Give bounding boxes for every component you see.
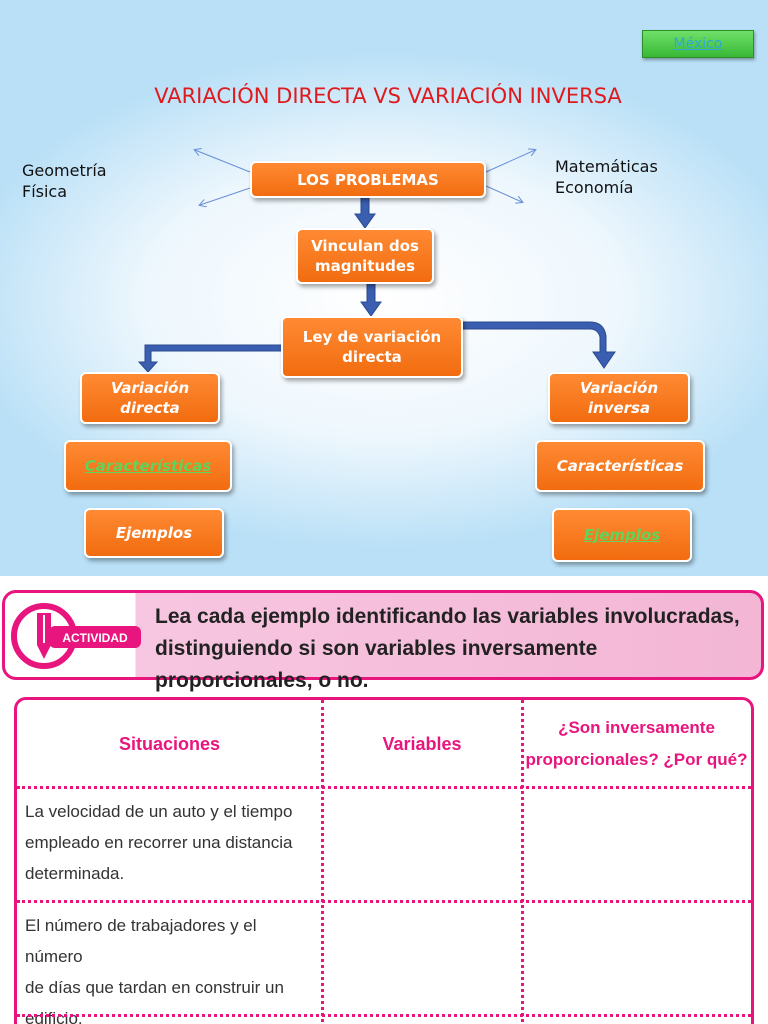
box-caracteristicas-right-label: Características [556,457,684,475]
left-fields-label: Geometría Física [22,160,107,202]
situation-cell: El número de trabajadores y el número de… [17,904,322,1024]
field-geometria: Geometría [22,161,107,180]
thin-arrow-bottom-left [200,187,251,205]
table-divider-vertical [321,700,324,1024]
variables-cell[interactable] [322,790,522,902]
header-proporcionales: ¿Son inversamente proporcionales? ¿Por q… [522,700,751,788]
field-matematicas: Matemáticas [555,157,658,176]
table-divider-vertical [521,700,524,1024]
table-divider-horizontal [17,900,751,903]
answer-cell[interactable] [522,790,751,902]
box-var-directa-line2: directa [120,399,180,417]
box-var-inversa-line2: inversa [587,399,651,417]
box-var-directa-line1: Variación [110,379,190,397]
box-variacion-inversa: Variación inversa [548,372,690,424]
connector-arrows [137,0,616,373]
activity-banner: ACTIVIDAD Lea cada ejemplo identificando… [2,590,764,692]
box-los-problemas: LOS PROBLEMAS [250,161,486,198]
thick-arrow-vinculan-ley [360,283,382,317]
ejemplos-right-link[interactable]: Ejemplos [583,526,661,544]
thin-arrow-top-right [485,150,535,173]
situation-line: de días que tardan en construir un [25,978,284,997]
field-fisica: Física [22,182,68,201]
header-proporcionales-line1: ¿Son inversamente [558,718,715,737]
situation-line: El número de trabajadores y el número [25,916,257,966]
right-fields-label: Matemáticas Economía [555,156,658,198]
box-vinculan-magnitudes: Vinculan dos magnitudes [296,228,434,284]
thin-arrow-top-left [195,150,251,173]
box-los-problemas-label: LOS PROBLEMAS [297,170,439,189]
table-divider-horizontal [17,786,751,789]
concept-map-slide: México VARIACIÓN DIRECTA VS VARIACIÓN IN… [0,0,768,576]
situation-line: La velocidad de un auto y el tiempo [25,802,293,821]
box-ejemplos-right[interactable]: Ejemplos [552,508,692,562]
worksheet-table: Situaciones Variables ¿Son inversamente … [14,697,754,1024]
table-row: La velocidad de un auto y el tiempo empl… [17,790,751,902]
variables-cell[interactable] [322,904,522,1016]
situation-line: determinada. [25,864,125,883]
mexico-link-button[interactable]: México [642,30,754,58]
box-ejemplos-left: Ejemplos [84,508,224,558]
situation-line: empleado en recorrer una distancia [25,833,293,852]
table-divider-horizontal [17,1014,751,1017]
answer-cell[interactable] [522,904,751,1016]
box-vinculan-line1: Vinculan dos [311,237,419,255]
activity-instruction: Lea cada ejemplo identificando las varia… [155,601,755,697]
box-ley-line1: Ley de variación [302,328,442,346]
activity-instruction-line2: distinguiendo si son variables inversame… [155,637,598,692]
activity-badge-bar [49,626,141,648]
box-vinculan-line2: magnitudes [315,257,415,275]
thin-arrow-bottom-right [485,185,522,202]
thick-arrow-ley-inversa [461,321,616,369]
header-situaciones: Situaciones [118,733,221,754]
activity-badge: ACTIVIDAD [11,603,141,669]
box-var-inversa-line1: Variación [579,379,659,397]
header-proporcionales-line2: proporcionales? ¿Por qué? [525,750,748,769]
pencil-icon [37,613,51,659]
situation-cell: La velocidad de un auto y el tiempo empl… [17,790,322,902]
box-variacion-directa: Variación directa [80,372,220,424]
box-ley-line2: directa [342,348,402,366]
box-ley-variacion: Ley de variación directa [281,316,463,378]
table-header-row: Situaciones Variables ¿Son inversamente … [17,700,751,788]
thick-arrow-problemas-vinculan [354,197,376,229]
box-caracteristicas-left[interactable]: Características [64,440,232,492]
table-row: El número de trabajadores y el número de… [17,904,751,1024]
box-ejemplos-left-label: Ejemplos [115,524,193,542]
field-economia: Economía [555,178,634,197]
activity-badge-label: ACTIVIDAD [62,631,128,645]
thick-arrow-ley-directa [137,344,287,373]
slide-title: VARIACIÓN DIRECTA VS VARIACIÓN INVERSA [154,84,622,108]
header-variables: Variables [382,733,462,754]
activity-instruction-line1: Lea cada ejemplo identificando las varia… [155,605,740,628]
box-caracteristicas-right: Características [535,440,705,492]
caracteristicas-left-link[interactable]: Características [84,457,212,475]
